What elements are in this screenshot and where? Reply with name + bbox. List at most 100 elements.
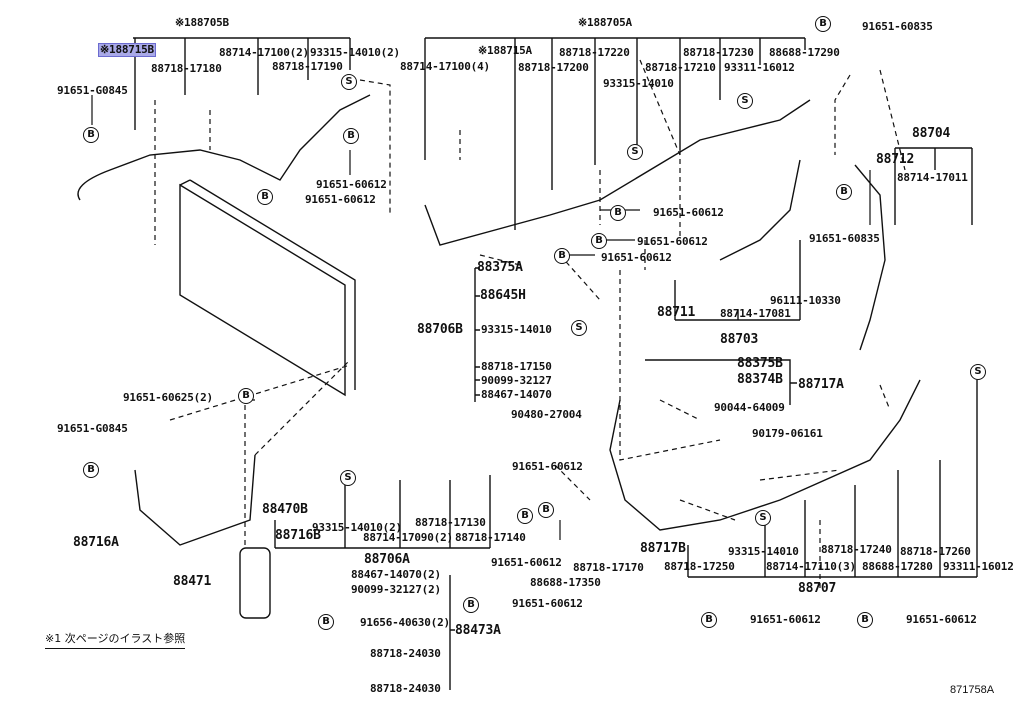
label-88705B[interactable]: ※188705B	[175, 16, 229, 29]
label-91651-60612-b[interactable]: 91651-60612	[305, 193, 376, 206]
bolt-marker-icon: B	[257, 189, 273, 205]
label-88374B[interactable]: 88374B	[737, 372, 783, 387]
label-88717A[interactable]: 88717A	[798, 377, 844, 392]
label-88467-14070-2[interactable]: 88467-14070(2)	[351, 568, 441, 581]
label-91651-60612-d[interactable]: 91651-60612	[637, 235, 708, 248]
label-88688-17350[interactable]: 88688-17350	[530, 576, 601, 589]
label-88470B[interactable]: 88470B	[262, 502, 308, 517]
label-91651-60612-h[interactable]: 91651-60612	[512, 597, 583, 610]
label-88718-17200[interactable]: 88718-17200	[518, 61, 589, 74]
pipe-88716A	[134, 454, 256, 546]
label-93315-14010-top[interactable]: 93315-14010	[603, 77, 674, 90]
label-88705A[interactable]: ※188705A	[578, 16, 632, 29]
label-88714-17011[interactable]: 88714-17011	[897, 171, 968, 184]
label-90044-64009[interactable]: 90044-64009	[714, 401, 785, 414]
bolt-marker-icon: B	[538, 502, 554, 518]
condenser	[179, 179, 356, 397]
label-88718-17240[interactable]: 88718-17240	[821, 543, 892, 556]
label-88715A[interactable]: ※188715A	[478, 44, 532, 57]
label-90099-32127-2[interactable]: 90099-32127(2)	[351, 583, 441, 596]
label-96111-10330[interactable]: 96111-10330	[770, 294, 841, 307]
label-88718-24030-a[interactable]: 88718-24030	[370, 647, 441, 660]
label-88718-17150[interactable]: 88718-17150	[481, 360, 552, 373]
label-91651-60625-2[interactable]: 91651-60625(2)	[123, 391, 213, 404]
screw-marker-icon: S	[737, 93, 753, 109]
bracket-88473A	[449, 575, 455, 690]
label-88706B[interactable]: 88706B	[417, 322, 463, 337]
label-91651-G0845-bottom[interactable]: 91651-G0845	[57, 422, 128, 435]
bracket-88703	[674, 240, 801, 321]
bracket-88705A	[424, 37, 806, 230]
label-91651-60835-mid[interactable]: 91651-60835	[809, 232, 880, 245]
label-90179-06161[interactable]: 90179-06161	[752, 427, 823, 440]
label-88716A[interactable]: 88716A	[73, 535, 119, 550]
label-88688-17280[interactable]: 88688-17280	[862, 560, 933, 573]
label-88718-17130[interactable]: 88718-17130	[415, 516, 486, 529]
hose-88715A	[424, 99, 811, 246]
label-88715B-highlighted[interactable]: ※188715B	[98, 43, 156, 57]
label-93311-16012-bottom[interactable]: 93311-16012	[943, 560, 1014, 573]
label-88716B[interactable]: 88716B	[275, 528, 321, 543]
label-88714-17081[interactable]: 88714-17081	[720, 307, 791, 320]
label-88645H[interactable]: 88645H	[480, 288, 526, 303]
bolt-marker-icon: B	[463, 597, 479, 613]
label-93315-14010-mid[interactable]: 93315-14010	[481, 323, 552, 336]
bolt-marker-icon: B	[610, 205, 626, 221]
bracket-88707	[687, 380, 978, 578]
bolt-marker-icon: B	[836, 184, 852, 200]
label-88718-17210[interactable]: 88718-17210	[645, 61, 716, 74]
label-88714-17100-2[interactable]: 88714-17100(2)	[219, 46, 309, 59]
label-88375A[interactable]: 88375A	[477, 260, 523, 275]
label-88714-17090-2[interactable]: 88714-17090(2)	[363, 531, 453, 544]
label-88704[interactable]: 88704	[912, 126, 951, 141]
label-88703[interactable]: 88703	[720, 332, 759, 347]
label-91651-60612-g[interactable]: 91651-60612	[491, 556, 562, 569]
label-88718-17260[interactable]: 88718-17260	[900, 545, 971, 558]
label-91651-60835-top[interactable]: 91651-60835	[862, 20, 933, 33]
bracket-88705B	[133, 37, 351, 130]
label-93315-14010-bottom[interactable]: 93315-14010	[728, 545, 799, 558]
label-91651-G0845-top[interactable]: 91651-G0845	[57, 84, 128, 97]
label-93315-14010-2-bottom[interactable]: 93315-14010(2)	[312, 521, 402, 534]
label-88688-17290[interactable]: 88688-17290	[769, 46, 840, 59]
label-88718-17190[interactable]: 88718-17190	[272, 60, 343, 73]
label-88718-17140[interactable]: 88718-17140	[455, 531, 526, 544]
label-91651-60612-c[interactable]: 91651-60612	[653, 206, 724, 219]
label-88718-17180[interactable]: 88718-17180	[151, 62, 222, 75]
screw-marker-icon: S	[627, 144, 643, 160]
label-88471[interactable]: 88471	[173, 574, 212, 589]
label-88718-17230[interactable]: 88718-17230	[683, 46, 754, 59]
label-88714-17100-4[interactable]: 88714-17100(4)	[400, 60, 490, 73]
label-91651-60612-f[interactable]: 91651-60612	[512, 460, 583, 473]
label-88718-17250[interactable]: 88718-17250	[664, 560, 735, 573]
label-91651-60612-a[interactable]: 91651-60612	[316, 178, 387, 191]
label-88712[interactable]: 88712	[876, 152, 915, 167]
figure-code: 871758A	[950, 684, 995, 696]
label-90480-27004[interactable]: 90480-27004	[511, 408, 582, 421]
label-88718-24030-b[interactable]: 88718-24030	[370, 682, 441, 695]
label-88717B[interactable]: 88717B	[640, 541, 686, 556]
pipe-lower	[609, 379, 921, 531]
bolt-marker-icon: B	[238, 388, 254, 404]
label-90099-32127[interactable]: 90099-32127	[481, 374, 552, 387]
label-88467-14070[interactable]: 88467-14070	[481, 388, 552, 401]
label-93315-14010-2[interactable]: 93315-14010(2)	[310, 46, 400, 59]
label-88706A[interactable]: 88706A	[364, 552, 410, 567]
bolt-marker-icon: B	[343, 128, 359, 144]
label-91651-60612-e[interactable]: 91651-60612	[601, 251, 672, 264]
label-91656-40630-2[interactable]: 91656-40630(2)	[360, 616, 450, 629]
label-88707[interactable]: 88707	[798, 581, 837, 596]
label-88718-17220[interactable]: 88718-17220	[559, 46, 630, 59]
label-93311-16012-top[interactable]: 93311-16012	[724, 61, 795, 74]
receiver-88471	[239, 547, 271, 619]
hose-compressor	[719, 159, 801, 261]
label-88714-17110-3[interactable]: 88714-17110(3)	[766, 560, 856, 573]
label-91651-60612-i[interactable]: 91651-60612	[750, 613, 821, 626]
label-88473A[interactable]: 88473A	[455, 623, 501, 638]
label-88375B[interactable]: 88375B	[737, 356, 783, 371]
label-91651-60612-j[interactable]: 91651-60612	[906, 613, 977, 626]
bolt-marker-icon: B	[815, 16, 831, 32]
label-88718-17170[interactable]: 88718-17170	[573, 561, 644, 574]
label-88711[interactable]: 88711	[657, 305, 696, 320]
